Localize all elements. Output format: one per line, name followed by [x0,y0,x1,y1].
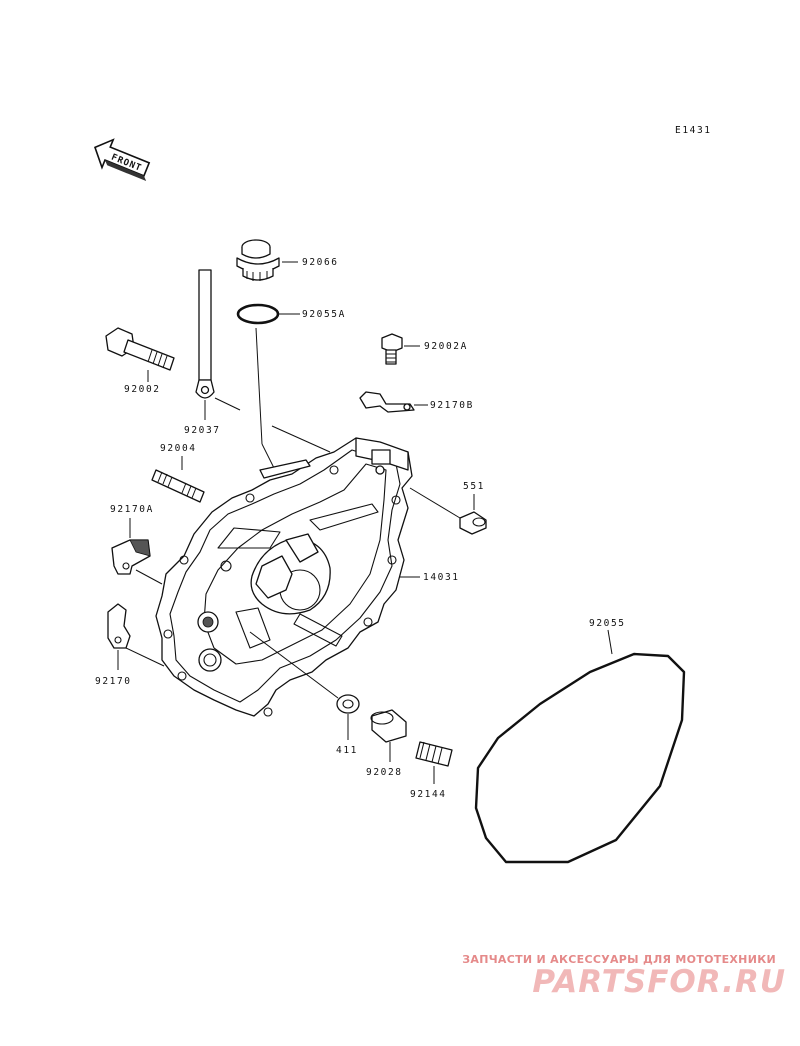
part-551-collar [459,511,487,535]
part-14031-clutch-cover [155,437,413,717]
label-92144: 92144 [410,789,447,800]
label-14031: 14031 [423,572,460,583]
label-92037: 92037 [184,425,221,436]
reference-code: E1431 [675,125,712,136]
label-92066: 92066 [302,257,339,268]
part-92170A-clamp [111,539,151,575]
label-92170A: 92170A [110,504,154,515]
label-92170B: 92170B [430,400,474,411]
part-92004-stud [151,469,205,503]
label-92170: 92170 [95,676,132,687]
part-411-washer [336,694,360,714]
front-arrow-icon: FRONT [94,138,151,182]
part-92066-filler-cap [236,239,280,281]
label-411: 411 [336,745,358,756]
label-92002A: 92002A [424,341,468,352]
watermark-logo: PARTSFOR.RU [532,964,786,1000]
label-92028: 92028 [366,767,403,778]
label-92055: 92055 [589,618,626,629]
part-92037-stay [195,269,215,399]
label-551: 551 [463,481,485,492]
label-92055A: 92055A [302,309,346,320]
part-92170B-clamp [359,391,415,413]
label-92002: 92002 [124,384,161,395]
part-92055-gasket [474,652,686,864]
part-92170-clamp [107,603,131,649]
part-92002-bolt [105,327,175,371]
part-92055A-o-ring [236,303,280,325]
part-92002A-bolt [381,333,403,365]
watermark-tagline: ЗАПЧАСТИ И АКСЕССУАРЫ ДЛЯ МОТОТЕХНИКИ [462,953,776,966]
part-92144-spring [415,741,453,767]
label-92004: 92004 [160,443,197,454]
part-92028-bushing [370,709,407,743]
